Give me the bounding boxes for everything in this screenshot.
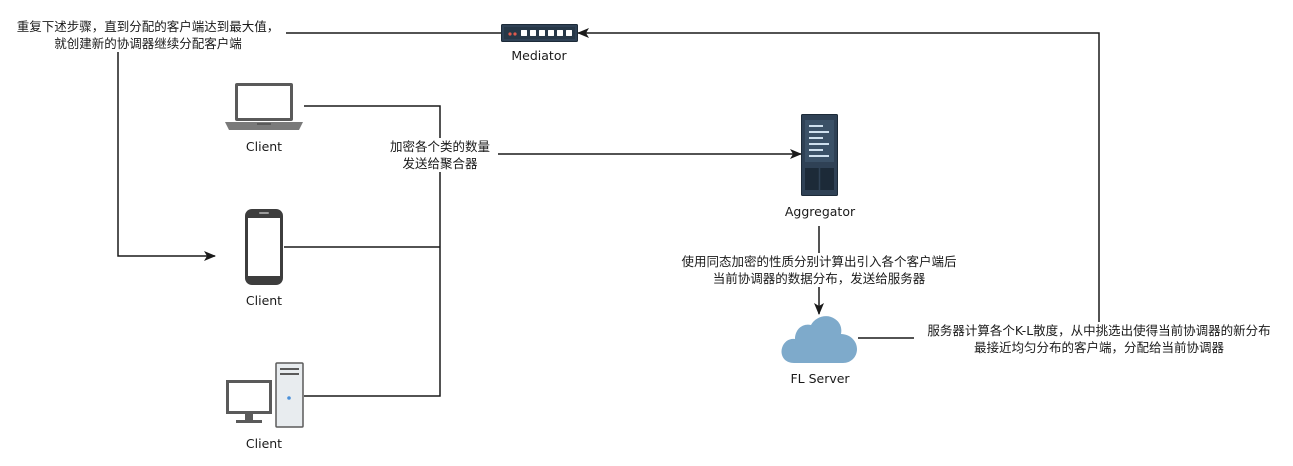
clients-to-aggregator-label: 加密各个类的数量 发送给聚合器 <box>382 138 498 172</box>
client-desktop-label: Client <box>245 436 283 451</box>
client-laptop-node[interactable] <box>224 82 304 132</box>
server-to-mediator-label-line1: 服务器计算各个K-L散度，从中挑选出使得当前协调器的新分布 <box>927 323 1271 338</box>
network-switch-icon <box>501 24 578 42</box>
server-to-mediator-label-line2: 最接近均匀分布的客户端，分配给当前协调器 <box>973 340 1224 355</box>
smartphone-icon <box>245 209 283 285</box>
mediator-node[interactable] <box>501 24 578 42</box>
aggregator-to-server-label: 使用同态加密的性质分别计算出引入各个客户端后 当前协调器的数据分布，发送给服务器 <box>672 253 966 287</box>
client-desktop-node[interactable] <box>225 362 305 430</box>
clients-to-aggregator-label-line2: 发送给聚合器 <box>402 156 478 171</box>
aggregator-to-server-label-line2: 当前协调器的数据分布，发送给服务器 <box>712 271 926 286</box>
clients-to-aggregator-label-line1: 加密各个类的数量 <box>389 139 490 154</box>
client-laptop-label: Client <box>245 139 283 154</box>
server-to-mediator-edge <box>577 28 1100 339</box>
desktop-computer-icon <box>226 362 304 428</box>
laptop-icon <box>225 83 303 130</box>
repeat-steps-note-line1: 重复下述步骤，直到分配的客户端达到最大值， <box>16 19 280 34</box>
client-phone-node[interactable] <box>244 208 284 286</box>
aggregator-label: Aggregator <box>784 204 856 219</box>
mediator-label: Mediator <box>511 48 567 63</box>
client-phone-label: Client <box>245 293 283 308</box>
repeat-steps-note: 重复下述步骤，直到分配的客户端达到最大值， 就创建新的协调器继续分配客户端 <box>10 18 286 52</box>
server-rack-icon <box>801 114 838 196</box>
fl-server-node[interactable] <box>780 314 858 364</box>
aggregator-to-server-label-line1: 使用同态加密的性质分别计算出引入各个客户端后 <box>681 254 957 269</box>
cloud-icon <box>781 316 857 363</box>
fl-server-label: FL Server <box>790 371 850 386</box>
mediator-to-client-loop-edge <box>117 32 501 261</box>
server-to-mediator-label: 服务器计算各个K-L散度，从中挑选出使得当前协调器的新分布 最接近均匀分布的客户… <box>914 322 1284 356</box>
laptop-bus-edge <box>304 105 441 397</box>
aggregator-node[interactable] <box>801 114 838 196</box>
repeat-steps-note-line2: 就创建新的协调器继续分配客户端 <box>54 36 242 51</box>
